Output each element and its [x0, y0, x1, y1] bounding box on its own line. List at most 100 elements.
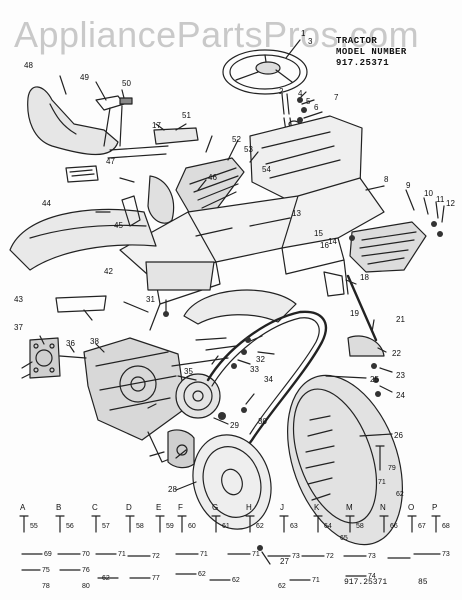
- callout-36: 36: [66, 339, 75, 348]
- callout-32: 32: [256, 355, 265, 364]
- hardware-letter-G: G: [212, 503, 218, 512]
- callout-27: 27: [280, 557, 289, 566]
- hardware-letter-M: M: [346, 503, 353, 512]
- callout-5: 5: [306, 97, 311, 106]
- pulley: [175, 373, 221, 419]
- callout-22: 22: [392, 349, 401, 358]
- hardware-letter-J: J: [280, 503, 284, 512]
- hardware-callout-77: 77: [152, 575, 160, 582]
- callout-37: 37: [14, 323, 23, 332]
- axle-hub-left: [29, 337, 61, 379]
- callout-43: 43: [14, 295, 23, 304]
- hardware-letter-A: A: [20, 503, 26, 512]
- hardware-callout-75: 75: [42, 567, 50, 574]
- hardware-number-F: 60: [188, 523, 196, 530]
- hardware-callout-72: 72: [152, 553, 160, 560]
- hardware-number-D: 58: [136, 523, 144, 530]
- callout-7: 7: [334, 93, 339, 102]
- hardware-callout-71: 71: [200, 551, 208, 558]
- hardware-callout-71: 71: [252, 551, 260, 558]
- hardware-callout-62: 62: [102, 575, 110, 582]
- hardware-callout-62: 62: [232, 577, 240, 584]
- hardware-number-O: 67: [418, 523, 426, 530]
- callout-47: 47: [106, 157, 115, 166]
- hardware-letter-P: P: [432, 503, 437, 512]
- callout-34: 34: [264, 375, 273, 384]
- hardware-letter-N: N: [380, 503, 386, 512]
- hardware-letter-D: D: [126, 503, 132, 512]
- hardware-number-C: 57: [102, 523, 110, 530]
- hardware-callout-71: 71: [378, 479, 386, 486]
- callout-46: 46: [208, 173, 217, 182]
- steering-wheel: [222, 49, 308, 95]
- hardware-callout-62: 62: [198, 571, 206, 578]
- callout-11: 11: [436, 195, 445, 204]
- callout-52: 52: [232, 135, 241, 144]
- wheel-rim: [192, 434, 272, 530]
- callout-14: 14: [328, 237, 337, 246]
- hardware-number-H: 62: [256, 523, 264, 530]
- seat-bracket: [95, 95, 169, 159]
- hardware-letter-C: C: [92, 503, 98, 512]
- transaxle: [83, 337, 187, 463]
- callout-35: 35: [184, 367, 193, 376]
- callout-18: 18: [360, 273, 369, 282]
- hardware-number-K: 64: [324, 523, 332, 530]
- hardware-letter-B: B: [56, 503, 61, 512]
- callout-12: 12: [446, 199, 455, 208]
- hardware-callout-80: 80: [82, 583, 90, 590]
- callout-44: 44: [42, 199, 51, 208]
- seat: [27, 86, 119, 155]
- hardware-callout-73: 73: [292, 553, 300, 560]
- footer-model-number: 917.25371: [344, 578, 388, 587]
- callout-25: 25: [370, 375, 379, 384]
- hardware-number-B: 56: [66, 523, 74, 530]
- callout-4: 4: [298, 89, 303, 98]
- callout-3: 3: [308, 37, 313, 46]
- hardware-callout-65: 65: [340, 535, 348, 542]
- hardware-callout-74: 74: [368, 573, 376, 580]
- callout-42: 42: [104, 267, 113, 276]
- hardware-callout-70: 70: [82, 551, 90, 558]
- callout-38: 38: [90, 337, 99, 346]
- callout-9: 9: [406, 181, 411, 190]
- hardware-callout-69: 69: [44, 551, 52, 558]
- callout-23: 23: [396, 371, 405, 380]
- header-title: TRACTOR: [336, 36, 378, 46]
- hardware-number-J: 63: [290, 523, 298, 530]
- callout-51: 51: [182, 111, 191, 120]
- callout-10: 10: [424, 189, 433, 198]
- hardware-callout-79: 79: [388, 465, 396, 472]
- callout-1: 1: [301, 29, 306, 38]
- rear-tire: [287, 374, 403, 546]
- footer-code: 85: [418, 578, 428, 587]
- callout-17: 17: [152, 121, 161, 130]
- hardware-letter-H: H: [246, 503, 252, 512]
- callout-31: 31: [146, 295, 155, 304]
- callout-45: 45: [114, 221, 123, 230]
- hardware-letter-O: O: [408, 503, 414, 512]
- hardware-callout-73: 73: [442, 551, 450, 558]
- callout-33: 33: [250, 365, 259, 374]
- hardware-letter-K: K: [314, 503, 320, 512]
- hardware-number-A: 55: [30, 523, 38, 530]
- callout-26: 26: [394, 431, 403, 440]
- hardware-callout-73: 73: [368, 553, 376, 560]
- callout-53: 53: [244, 145, 253, 154]
- hardware-number-E: 59: [166, 523, 174, 530]
- callout-21: 21: [396, 315, 405, 324]
- callout-13: 13: [292, 209, 301, 218]
- main-frame: [119, 177, 385, 331]
- hardware-number-G: 61: [222, 523, 230, 530]
- callout-50: 50: [122, 79, 131, 88]
- callout-16: 16: [320, 241, 329, 250]
- callout-15: 15: [314, 229, 323, 238]
- callout-54: 54: [262, 165, 271, 174]
- callout-6: 6: [314, 103, 319, 112]
- hardware-bolts: [19, 445, 441, 581]
- hardware-number-M: 58: [356, 523, 364, 530]
- hardware-callout-62: 62: [396, 491, 404, 498]
- callout-19: 19: [350, 309, 359, 318]
